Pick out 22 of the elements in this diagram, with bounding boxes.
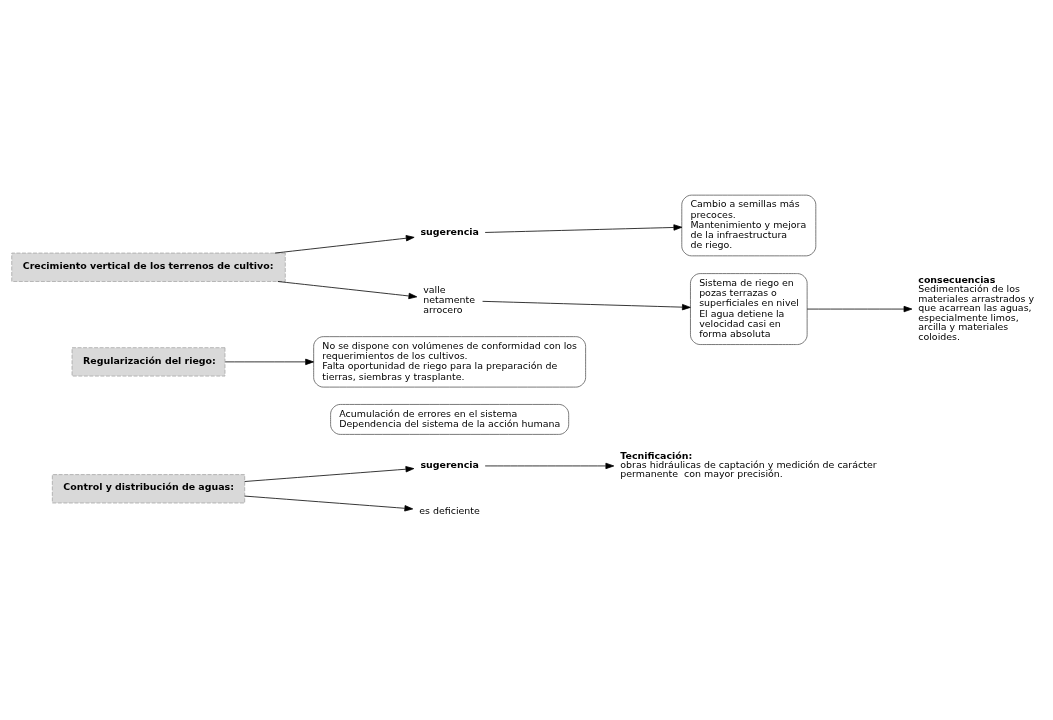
node-box: Sistema de riego en pozas terrazas o superficiales en nivel El agua detiene la velocidad casi en forma absoluta (690, 272, 808, 345)
node-box: No se dispone con volúmenes de conformidad con los requerimientos de los cultivos. Falta oportunidad de riego para la preparación de tierras, siembras y trasplante. (313, 335, 586, 387)
arrow (484, 223, 683, 233)
node-box: Cambio a semillas más precoces. Mantenimiento y mejora de la infraestructura de riego. (681, 194, 817, 256)
arrow (244, 495, 414, 511)
node-text: valle netamente arrocero (423, 283, 475, 315)
arrow (482, 300, 691, 310)
node-box: Regularización del riego: (71, 346, 226, 376)
arrow (224, 358, 314, 365)
node-text: Tecnificación: obras hidráulicas de captación y medición de carácter permanente con mayor precisión. (620, 449, 877, 479)
node-box: Control y distribución de aguas: (51, 473, 246, 503)
arrow (244, 465, 415, 482)
arrow (806, 305, 913, 312)
arrow (484, 462, 615, 469)
arrow (277, 280, 418, 299)
node-text: es deficiente (419, 504, 480, 516)
node-box: Crecimiento vertical de los terrenos de cultivo: (11, 252, 286, 282)
node-text: sugerencia (420, 225, 479, 237)
node-box: Acumulación de errores en el sistema Dependencia del sistema de la acción humana (330, 403, 570, 435)
arrow (274, 234, 415, 253)
node-text: sugerencia (420, 458, 479, 470)
node-text: consecuencias Sedimentación de los materiales arrastrados y que acarrean las aguas, especialmente limos, arcilla y materiales coloides. (918, 273, 1035, 341)
